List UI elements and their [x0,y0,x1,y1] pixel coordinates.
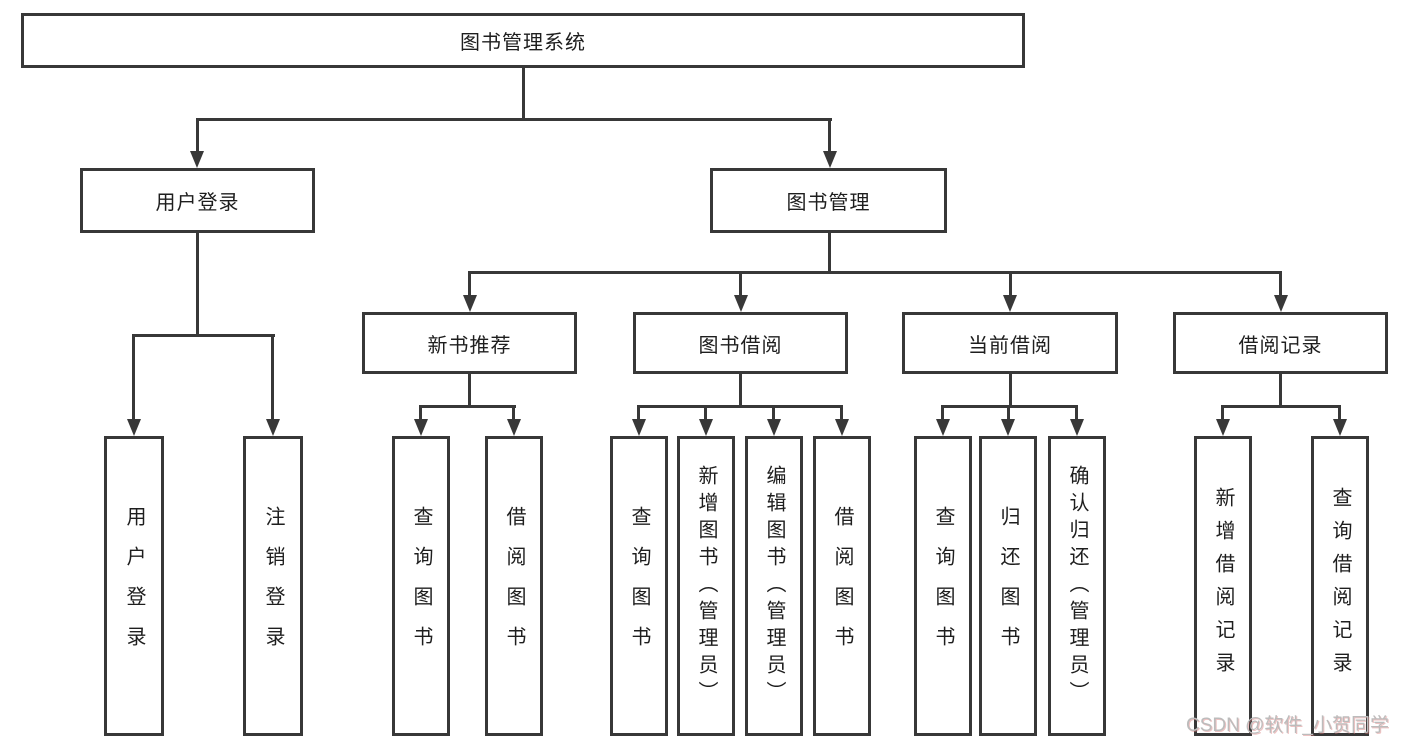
leaf-confirm-return-admin-label: 确认归还（管理员） [1066,464,1088,708]
leaf-query-books-rec: 查询图书 [392,436,450,736]
leaf-logout-label: 注销登录 [262,506,284,666]
node-book-mgmt: 图书管理 [710,168,947,233]
leaf-query-books-borrow: 查询图书 [610,436,668,736]
connector-leaf-stub [772,408,775,419]
connector-bookmgmt-stub [828,121,831,151]
arrow-down-icon [1274,295,1288,312]
connector-leaf-stub [941,408,944,419]
leaf-confirm-return-admin: 确认归还（管理员） [1048,436,1106,736]
leaf-user-login-label: 用户登录 [123,506,145,666]
connector-leaf-stub [1338,408,1341,419]
leaf-query-books-current-label: 查询图书 [932,506,954,666]
node-borrow-record: 借阅记录 [1173,312,1388,374]
arrow-down-icon [1003,295,1017,312]
connector-leaf-stub [704,408,707,419]
connector-root-hline [196,118,832,121]
leaf-query-books-rec-label: 查询图书 [410,506,432,666]
leaf-borrow-books-rec-label: 借阅图书 [503,506,525,666]
arrow-down-icon [734,295,748,312]
connector-bookmgmt-vline [828,233,831,271]
connector-leaf-stub [512,408,515,419]
leaf-return-books-label: 归还图书 [997,506,1019,666]
leaf-add-books-admin-label: 新增图书（管理员） [695,464,717,708]
node-current-borrow-label: 当前借阅 [968,334,1052,357]
connector-currentborrow-vline [1009,374,1012,405]
connector-root-vline [522,68,525,120]
leaf-user-login: 用户登录 [104,436,164,736]
node-current-borrow: 当前借阅 [902,312,1118,374]
leaf-borrow-books-label: 借阅图书 [831,506,853,666]
arrow-down-icon [266,419,280,436]
connector-l3-stub [468,274,471,295]
node-book-borrow: 图书借阅 [633,312,848,374]
connector-borrowrecord-vline [1279,374,1282,405]
node-user-login-label: 用户登录 [155,192,240,214]
connector-userlogin-vline [196,233,199,334]
connector-leaf-stub [271,337,274,419]
connector-bookmgmt-hline [468,271,1282,274]
leaf-query-books-current: 查询图书 [914,436,972,736]
node-user-login: 用户登录 [80,168,315,233]
node-new-book-rec-label: 新书推荐 [427,334,512,357]
connector-l3-stub [1009,274,1012,295]
node-root-label: 图书管理系统 [460,32,586,54]
leaf-edit-books-admin-label: 编辑图书（管理员） [763,464,785,708]
connector-l3-stub [739,274,742,295]
connector-bookborrow-hline [637,405,843,408]
leaf-query-books-borrow-label: 查询图书 [628,506,650,666]
node-new-book-rec: 新书推荐 [362,312,577,374]
leaf-return-books: 归还图书 [979,436,1037,736]
connector-userlogin-stub [196,121,199,151]
node-borrow-record-label: 借阅记录 [1238,334,1323,357]
arrow-down-icon [414,419,428,436]
arrow-down-icon [1216,419,1230,436]
arrow-down-icon [936,419,950,436]
connector-leaf-stub [1007,408,1010,419]
node-book-borrow-label: 图书借阅 [698,334,783,357]
connector-leaf-stub [840,408,843,419]
arrow-down-icon [1333,419,1347,436]
connector-userlogin-hline [132,334,275,337]
leaf-borrow-books-rec: 借阅图书 [485,436,543,736]
connector-newbookrec-hline [419,405,516,408]
arrow-down-icon [632,419,646,436]
leaf-add-books-admin: 新增图书（管理员） [677,436,735,736]
arrow-down-icon [1001,419,1015,436]
arrow-down-icon [835,419,849,436]
arrow-down-icon [463,295,477,312]
connector-leaf-stub [1221,408,1224,419]
node-book-mgmt-label: 图书管理 [786,192,871,214]
arrow-down-icon [127,419,141,436]
connector-leaf-stub [132,337,135,419]
arrow-down-icon [507,419,521,436]
connector-borrowrecord-hline [1221,405,1341,408]
arrow-down-icon [699,419,713,436]
connector-bookborrow-vline [739,374,742,405]
leaf-query-borrow-record: 查询借阅记录 [1311,436,1369,736]
connector-currentborrow-hline [941,405,1078,408]
node-root: 图书管理系统 [21,13,1025,68]
connector-leaf-stub [1075,408,1078,419]
leaf-borrow-books: 借阅图书 [813,436,871,736]
leaf-edit-books-admin: 编辑图书（管理员） [745,436,803,736]
connector-leaf-stub [419,408,422,419]
csdn-watermark: CSDN @软件_小贺同学 [1186,715,1389,736]
leaf-add-borrow-record-label: 新增借阅记录 [1212,487,1234,685]
leaf-logout: 注销登录 [243,436,303,736]
arrow-down-icon [767,419,781,436]
arrow-down-icon [190,151,204,168]
connector-newbookrec-vline [468,374,471,405]
connector-l3-stub [1279,274,1282,295]
arrow-down-icon [823,151,837,168]
connector-leaf-stub [637,408,640,419]
leaf-add-borrow-record: 新增借阅记录 [1194,436,1252,736]
arrow-down-icon [1070,419,1084,436]
leaf-query-borrow-record-label: 查询借阅记录 [1329,487,1351,685]
